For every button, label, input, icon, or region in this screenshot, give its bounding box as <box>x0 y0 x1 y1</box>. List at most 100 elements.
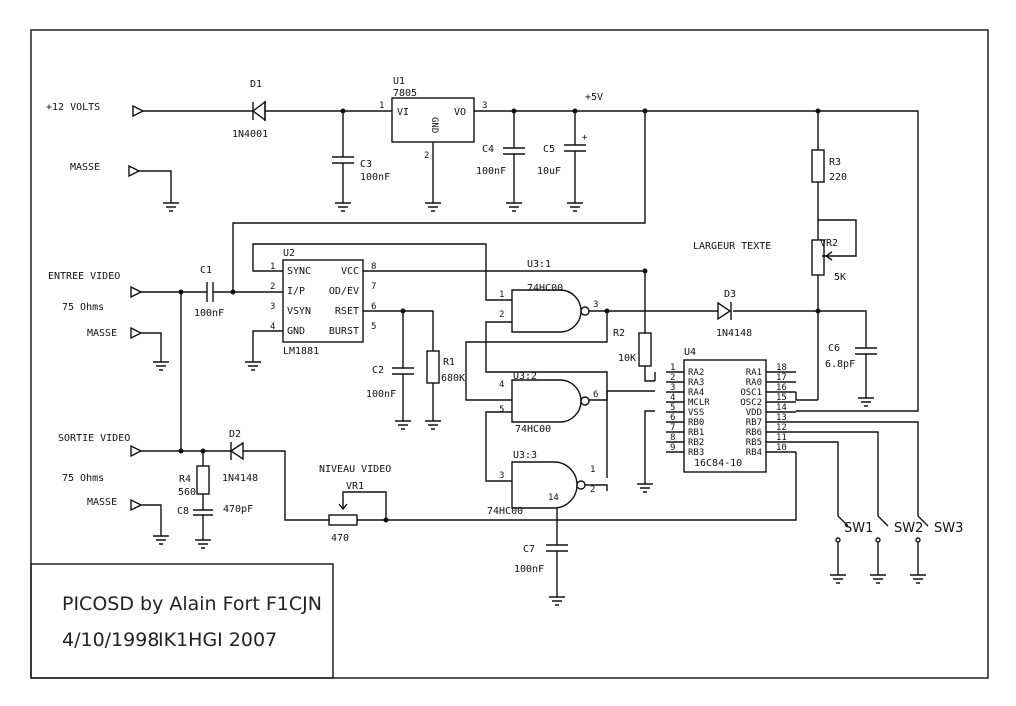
u4-left-label: RB2 <box>688 438 704 448</box>
u1-pin3: 3 <box>482 101 487 111</box>
wire-r3 <box>817 111 857 257</box>
u4-pin-number: 11 <box>776 433 787 443</box>
resistor-r4 <box>196 465 210 495</box>
port-masse-1 <box>128 164 172 203</box>
net-12v-label: +12 VOLTS <box>46 102 100 113</box>
u3-1-pin1: 1 <box>499 290 504 300</box>
switch-sw2 <box>875 515 889 575</box>
c4-ref: C4 <box>482 144 494 155</box>
c8-value: 470pF <box>223 504 253 515</box>
u3-2-pin5: 5 <box>499 405 504 415</box>
diode-d1 <box>251 100 266 122</box>
u3-3-ref: U3:3 <box>513 450 537 461</box>
net-sortie-label: SORTIE VIDEO <box>58 433 130 444</box>
u3-1-value: 74HC00 <box>527 283 563 294</box>
u4-pin-number: 6 <box>670 413 675 423</box>
drawing-frame <box>30 29 989 679</box>
net-masse-3: MASSE <box>87 497 117 508</box>
ground-symbol <box>425 202 441 212</box>
r1-ref: R1 <box>443 357 455 368</box>
u4-left-label: VSS <box>688 408 704 418</box>
u3-1-pin2: 2 <box>499 310 504 320</box>
u4-value: 16C84-10 <box>694 458 742 469</box>
u4-pin-number: 14 <box>776 403 787 413</box>
u4-right-label: VDD <box>746 408 762 418</box>
u3-3-pin2: 2 <box>590 485 595 495</box>
port-masse-3 <box>130 498 162 536</box>
junction <box>383 517 389 523</box>
diode-d2 <box>229 441 244 461</box>
net-masse-2: MASSE <box>87 328 117 339</box>
wire-sw1 <box>796 441 839 516</box>
wire-u3-1-out <box>589 310 867 348</box>
switch-sw1 <box>835 515 849 575</box>
port-12v <box>132 104 145 118</box>
u3-3-pin1: 1 <box>590 465 595 475</box>
wire-u3-1-fb <box>465 311 608 401</box>
u1-ref: U1 <box>393 76 405 87</box>
ground-symbol <box>830 574 846 584</box>
net-5v-label: +5V <box>585 92 603 103</box>
ground-symbol <box>549 596 565 606</box>
u4-right-label: RB7 <box>746 418 762 428</box>
wire-u3-3-vcc <box>546 508 568 597</box>
wire-u2-sync <box>252 243 512 301</box>
u4-left-label: RB0 <box>688 418 704 428</box>
c5-value: 10uF <box>537 166 561 177</box>
nand-u3-2 <box>511 379 582 423</box>
c6-ref: C6 <box>828 343 840 354</box>
u4-left-label: RA4 <box>688 388 704 398</box>
wire-od-loop <box>232 111 646 292</box>
u1-vi: VI <box>397 107 409 118</box>
ground-symbol <box>567 202 583 212</box>
wire-c5 <box>564 111 586 203</box>
u4-pin-number: 9 <box>670 443 675 453</box>
wire-rb4 <box>386 452 797 521</box>
u4-right-label: RB4 <box>746 448 762 458</box>
u4-pin-number: 16 <box>776 383 787 393</box>
ground-symbol <box>245 361 261 371</box>
wire-c4 <box>503 111 525 203</box>
net-largeur-label: LARGEUR TEXTE <box>693 241 771 252</box>
wire-u4-vss <box>644 410 655 484</box>
r3-ref: R3 <box>829 157 841 168</box>
u2-pin-number: 3 <box>270 302 275 312</box>
u4-pin-number: 10 <box>776 443 787 453</box>
c4-value: 100nF <box>476 166 506 177</box>
ground-symbol <box>153 361 169 371</box>
c7-ref: C7 <box>523 544 535 555</box>
ground-symbol <box>870 574 886 584</box>
u2-pin-number: 8 <box>371 262 376 272</box>
vr2-ref: VR2 <box>820 238 838 249</box>
u4-right-label: OSC1 <box>740 388 762 398</box>
u3-3-value: 74HC00 <box>487 506 523 517</box>
wire-u3-2-in2 <box>485 411 512 482</box>
u2-pin-number: 2 <box>270 282 275 292</box>
switch-sw3 <box>915 515 929 575</box>
u3-2-pin4: 4 <box>499 380 504 390</box>
u2-left-label: VSYN <box>287 306 311 317</box>
r2-value: 10K <box>618 353 636 364</box>
ground-symbol <box>637 483 653 493</box>
u4-pin-number: 4 <box>670 393 675 403</box>
u2-pin-number: 5 <box>371 322 376 332</box>
net-entree-label: ENTREE VIDEO <box>48 271 120 282</box>
r4-ref: R4 <box>179 474 191 485</box>
nand-bubble <box>576 480 586 490</box>
u4-ref: U4 <box>684 347 696 358</box>
u4-right-label: RA0 <box>746 378 762 388</box>
resistor-r2 <box>638 332 652 367</box>
u3-3-pin3: 3 <box>499 471 504 481</box>
title-block <box>30 563 334 679</box>
u4-pic16c84 <box>683 359 767 473</box>
net-niveau-label: NIVEAU VIDEO <box>319 464 391 475</box>
c2-value: 100nF <box>366 389 396 400</box>
u4-pin-number: 7 <box>670 423 675 433</box>
u2-pin-number: 6 <box>371 302 376 312</box>
ground-symbol <box>858 397 874 407</box>
u2-right-label: BURST <box>329 326 359 337</box>
wire-u4-ra-left <box>666 371 684 453</box>
u4-pin-number: 1 <box>670 363 675 373</box>
